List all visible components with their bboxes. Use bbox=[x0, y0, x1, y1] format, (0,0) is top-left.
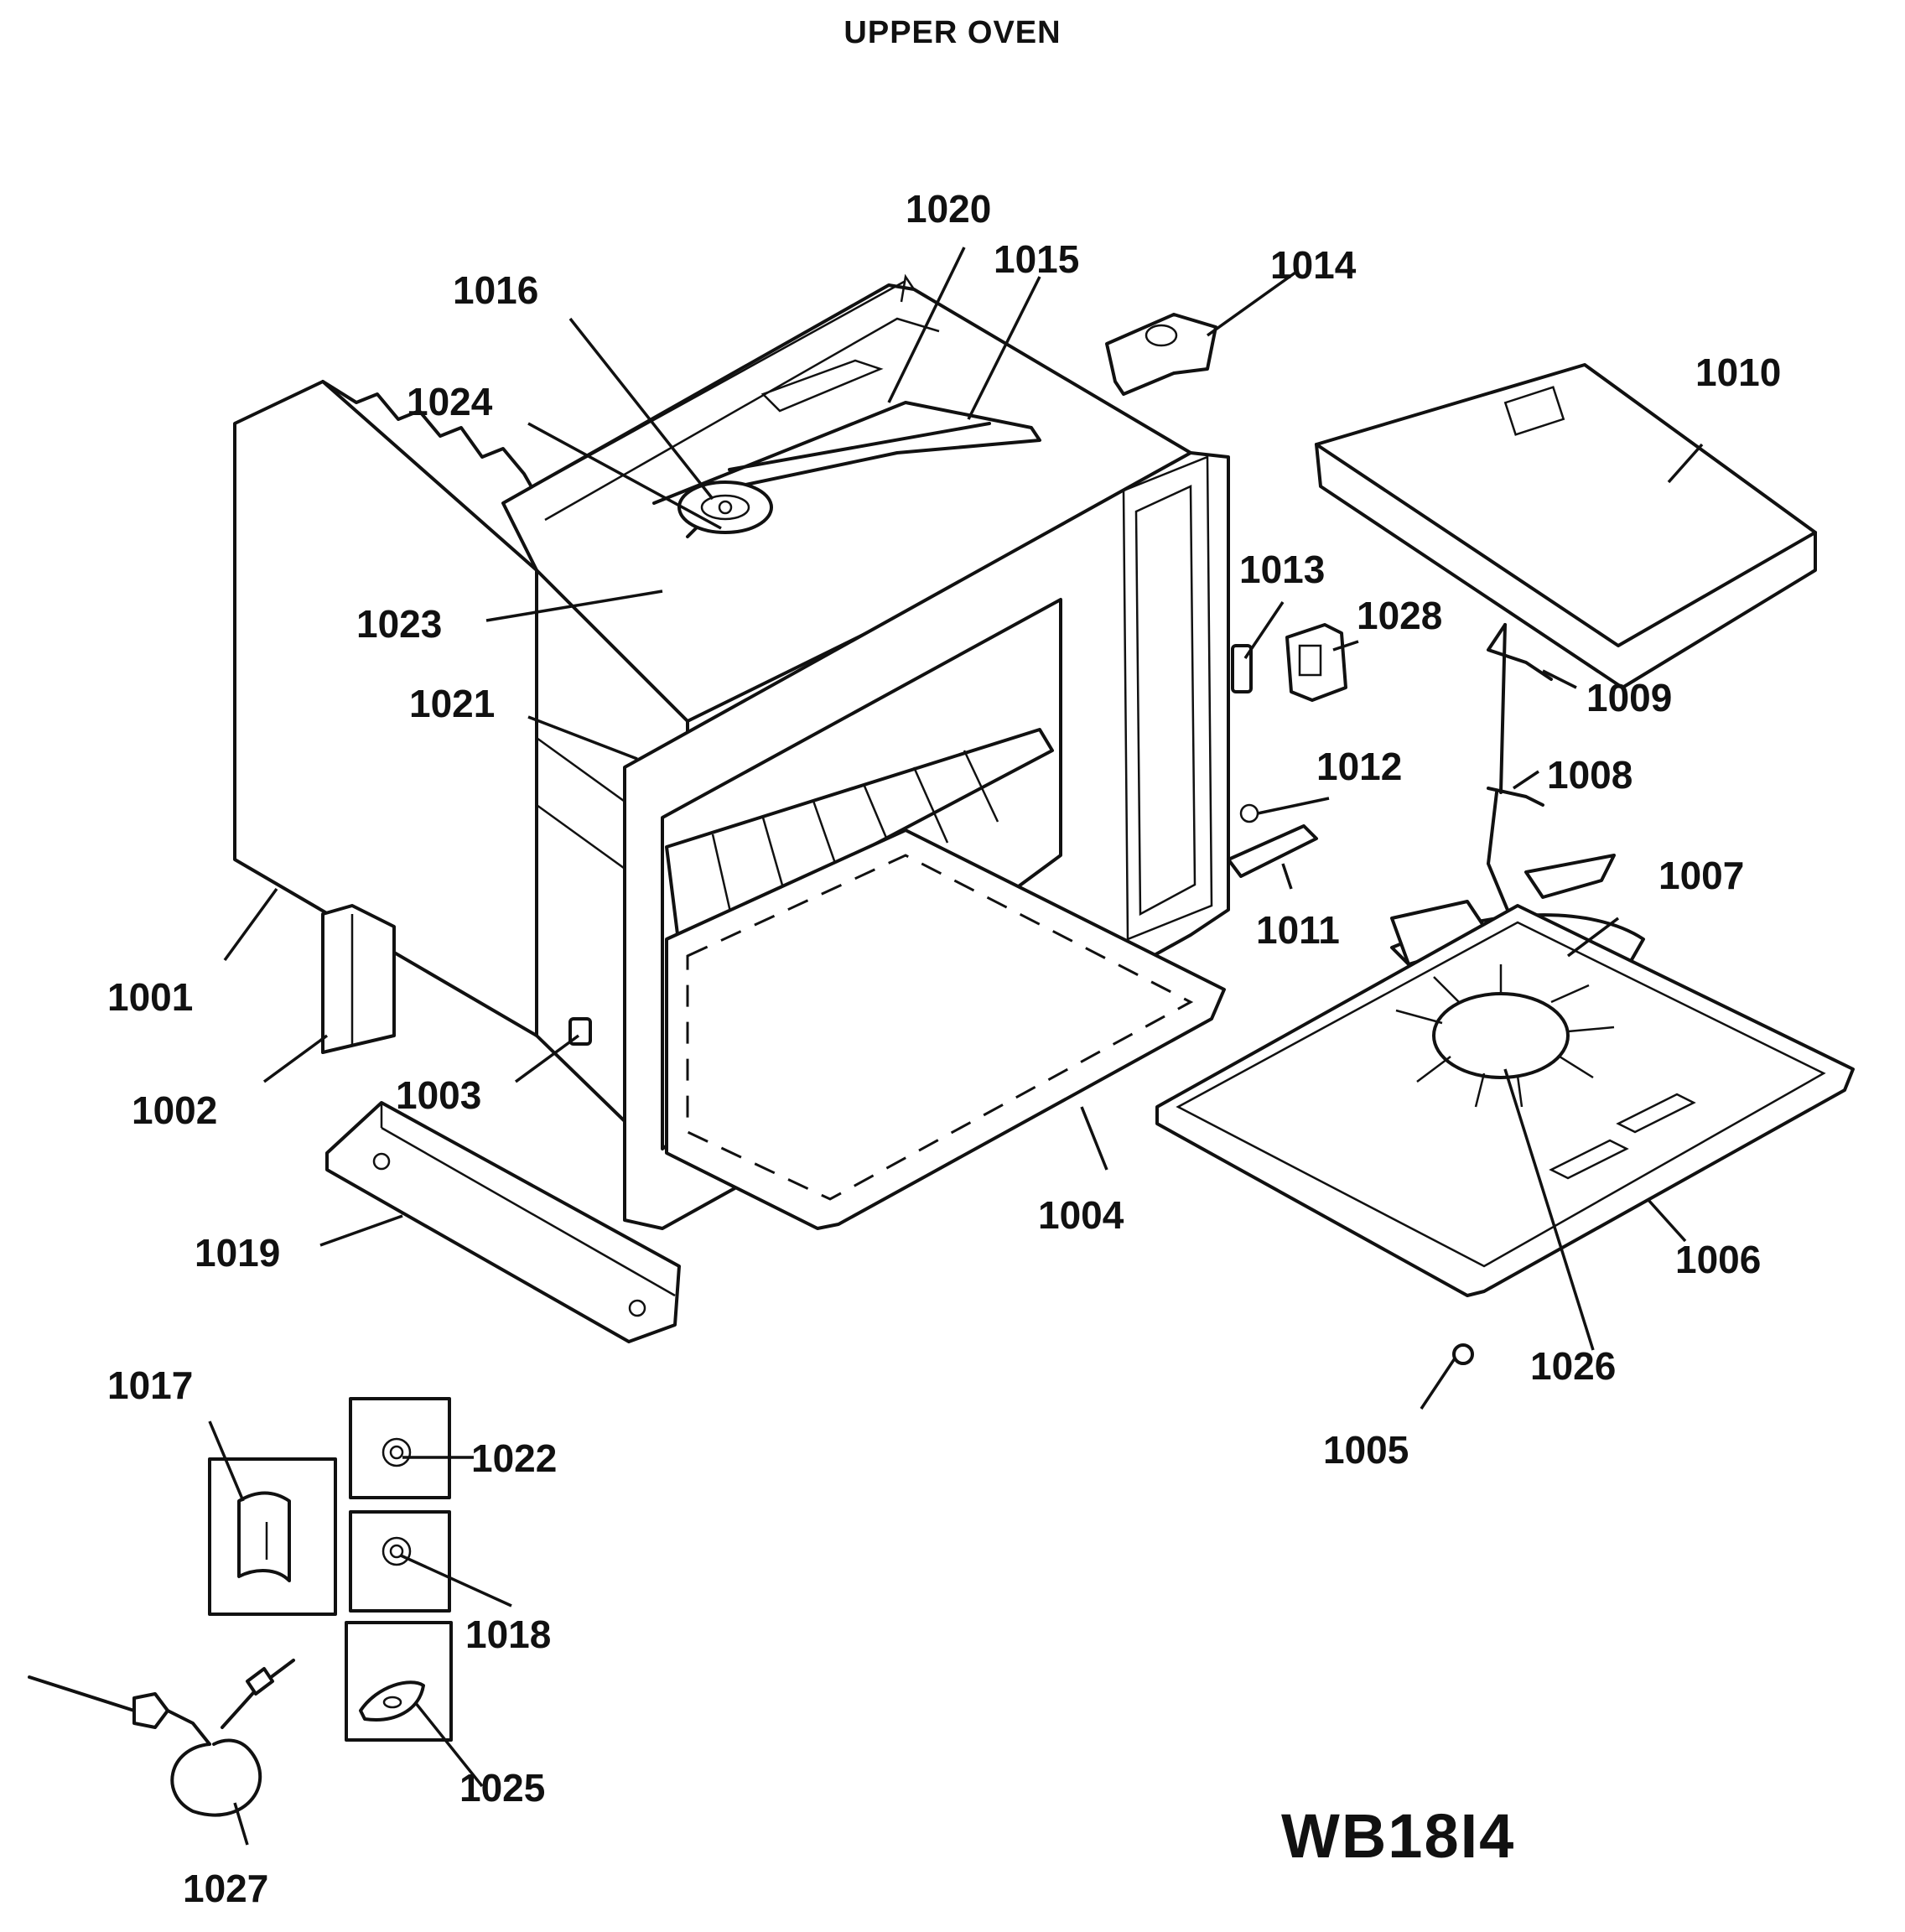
callout-1025: 1025 bbox=[459, 1766, 545, 1810]
callout-1003: 1003 bbox=[396, 1073, 481, 1117]
callout-1014: 1014 bbox=[1270, 243, 1357, 287]
callout-1028: 1028 bbox=[1357, 594, 1442, 637]
leader-lines bbox=[208, 247, 1704, 1846]
meat-probe bbox=[28, 1659, 295, 1817]
signal-lamp-box bbox=[349, 1510, 451, 1613]
callout-1026: 1026 bbox=[1530, 1344, 1616, 1388]
side-support-bracket bbox=[321, 904, 396, 1054]
callout-1011: 1011 bbox=[1256, 908, 1340, 952]
top-heat-shield bbox=[1315, 363, 1817, 689]
callout-1004: 1004 bbox=[1038, 1193, 1124, 1237]
lower-support-rail bbox=[325, 1101, 681, 1343]
callout-1010: 1010 bbox=[1695, 351, 1781, 394]
callout-1008: 1008 bbox=[1547, 753, 1632, 797]
callout-1001: 1001 bbox=[107, 975, 193, 1019]
callout-1015: 1015 bbox=[994, 237, 1079, 281]
callout-1027: 1027 bbox=[183, 1867, 268, 1910]
callout-1023: 1023 bbox=[356, 602, 442, 646]
control-bracket bbox=[1105, 313, 1217, 396]
gasket-box bbox=[345, 1621, 453, 1742]
callout-1020: 1020 bbox=[906, 187, 991, 231]
oven-bottom-panel bbox=[1155, 904, 1855, 1297]
callout-1022: 1022 bbox=[471, 1436, 557, 1480]
callout-labels: 1001 1002 1003 1004 1005 1006 1007 1008 … bbox=[107, 187, 1781, 1910]
latch-switch bbox=[1285, 623, 1347, 702]
callout-1018: 1018 bbox=[465, 1613, 551, 1656]
callout-1012: 1012 bbox=[1316, 745, 1402, 788]
callout-1021: 1021 bbox=[409, 682, 495, 725]
leveling-screw bbox=[1452, 1343, 1474, 1365]
callout-1002: 1002 bbox=[132, 1088, 217, 1132]
oven-door-liner bbox=[665, 828, 1226, 1230]
callout-1009: 1009 bbox=[1586, 676, 1672, 719]
callout-1019: 1019 bbox=[195, 1231, 280, 1275]
oven-rack bbox=[665, 728, 1054, 949]
fan-wheel bbox=[677, 480, 773, 534]
callout-1017: 1017 bbox=[107, 1363, 193, 1407]
callout-1006: 1006 bbox=[1675, 1238, 1761, 1281]
sensor-probe-assembly bbox=[1487, 623, 1553, 916]
diagram-title: UPPER OVEN bbox=[843, 15, 1062, 50]
thermostat-knob-box bbox=[208, 1457, 337, 1616]
callout-1024: 1024 bbox=[407, 380, 493, 423]
callout-1013: 1013 bbox=[1239, 548, 1325, 591]
model-code: WB18I4 bbox=[1281, 1801, 1515, 1871]
callout-1016: 1016 bbox=[453, 268, 538, 312]
callout-1005: 1005 bbox=[1323, 1428, 1409, 1472]
callout-1007: 1007 bbox=[1658, 854, 1744, 897]
door-hinge-receiver bbox=[1227, 803, 1318, 878]
indicator-light-box bbox=[349, 1397, 451, 1499]
